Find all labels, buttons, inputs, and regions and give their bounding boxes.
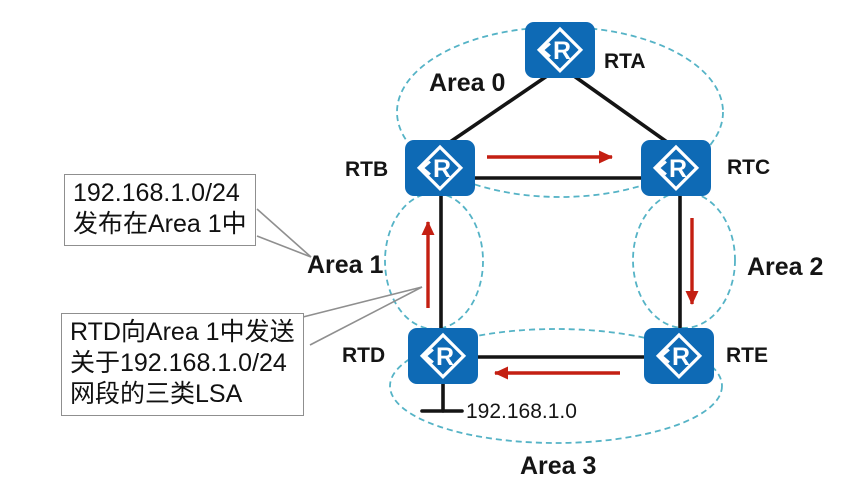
callout2-pointer-line bbox=[309, 286, 423, 346]
router-label-rtc: RTC bbox=[727, 156, 771, 179]
router-rtc: R bbox=[641, 140, 711, 196]
router-rta: R bbox=[525, 22, 595, 78]
callout1-pointer-line bbox=[256, 235, 312, 258]
router-icon: R bbox=[641, 140, 711, 196]
area3-label: Area 3 bbox=[520, 452, 597, 480]
router-icon-letter: R bbox=[433, 155, 451, 183]
callout-text-line: RTD向Area 1中发送 bbox=[70, 318, 295, 346]
router-rtb: R bbox=[405, 140, 475, 196]
area3-boundary-ellipse bbox=[389, 328, 723, 444]
router-label-rte: RTE bbox=[726, 344, 768, 367]
router-label-rta: RTA bbox=[604, 50, 646, 73]
area1-boundary-ellipse bbox=[384, 192, 484, 330]
router-label-rtd: RTD bbox=[342, 344, 386, 367]
link-rta-rtc bbox=[572, 74, 669, 144]
area2-boundary-ellipse bbox=[632, 191, 736, 329]
area2-label: Area 2 bbox=[747, 253, 824, 281]
router-icon-letter: R bbox=[553, 37, 571, 65]
router-icon: R bbox=[644, 328, 714, 384]
callout-text-line: 192.168.1.0/24 bbox=[73, 179, 240, 207]
callout-text-line: 网段的三类LSA bbox=[70, 380, 243, 408]
area1-label: Area 1 bbox=[307, 251, 384, 279]
area0-boundary-ellipse bbox=[396, 26, 724, 198]
callout-text-line: 发布在Area 1中 bbox=[73, 210, 247, 238]
router-label-rtb: RTB bbox=[345, 158, 389, 181]
router-icon-letter: R bbox=[436, 343, 454, 371]
router-icon: R bbox=[405, 140, 475, 196]
callout1-pointer-line bbox=[256, 208, 312, 258]
router-rtd: R bbox=[408, 328, 478, 384]
callout-text-line: 关于192.168.1.0/24 bbox=[70, 349, 287, 377]
router-icon-letter: R bbox=[669, 155, 687, 183]
callout-type3-lsa: RTD向Area 1中发送 关于192.168.1.0/24 网段的三类LSA bbox=[61, 313, 304, 416]
router-icon-letter: R bbox=[672, 343, 690, 371]
router-icon: R bbox=[525, 22, 595, 78]
router-rte: R bbox=[644, 328, 714, 384]
network-segment-label: 192.168.1.0 bbox=[466, 400, 577, 423]
area0-label: Area 0 bbox=[429, 69, 506, 97]
link-rta-rtb bbox=[448, 74, 549, 144]
callout2-pointer-line bbox=[302, 286, 423, 318]
router-icon: R bbox=[408, 328, 478, 384]
callout-network-published: 192.168.1.0/24 发布在Area 1中 bbox=[64, 174, 256, 246]
